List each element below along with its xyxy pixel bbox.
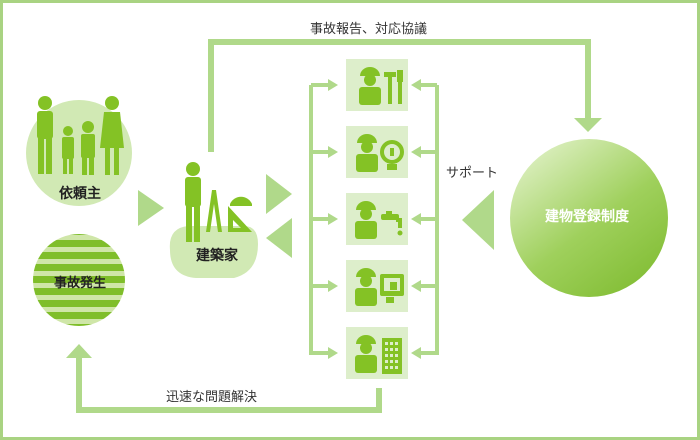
specialist-tile-1 [346,59,408,111]
support-arrow [462,190,494,250]
distribution-bracket [309,83,330,355]
specialist-tile-3 [346,193,408,245]
support-bracket [419,83,439,355]
lightbulb-icon [380,140,404,170]
support-label: サポート [446,166,499,181]
report-label: 事故報告、対応協議 [310,22,428,37]
resolve-label: 迅速な問題解決 [166,390,258,405]
architect-icon [185,162,252,242]
flow-arrow-to-specialists [266,174,292,214]
registry-node [510,139,668,297]
specialist-tile-2 [346,126,408,178]
report-arrow [208,39,602,152]
client-label: 依頼主 [59,186,101,202]
architect-node [169,162,258,278]
tools-icon [384,70,403,104]
accident-node [33,234,125,326]
registry-label: 建物登録制度 [545,209,629,225]
client-node [26,96,132,206]
support-arrowheads [411,79,421,359]
architect-label: 建築家 [196,248,238,264]
faucet-icon [381,211,403,236]
specialist-tile-4 [346,260,408,312]
accident-label: 事故発生 [53,276,106,291]
resolve-arrow [66,344,382,413]
flow-arrow-to-architect [138,190,164,226]
monitor-icon [380,274,404,303]
family-icon [37,96,124,175]
distribution-arrowheads [328,79,338,359]
building-icon [382,338,402,374]
specialist-tile-5 [346,327,408,379]
flow-arrow-to-architect-back [266,218,292,258]
